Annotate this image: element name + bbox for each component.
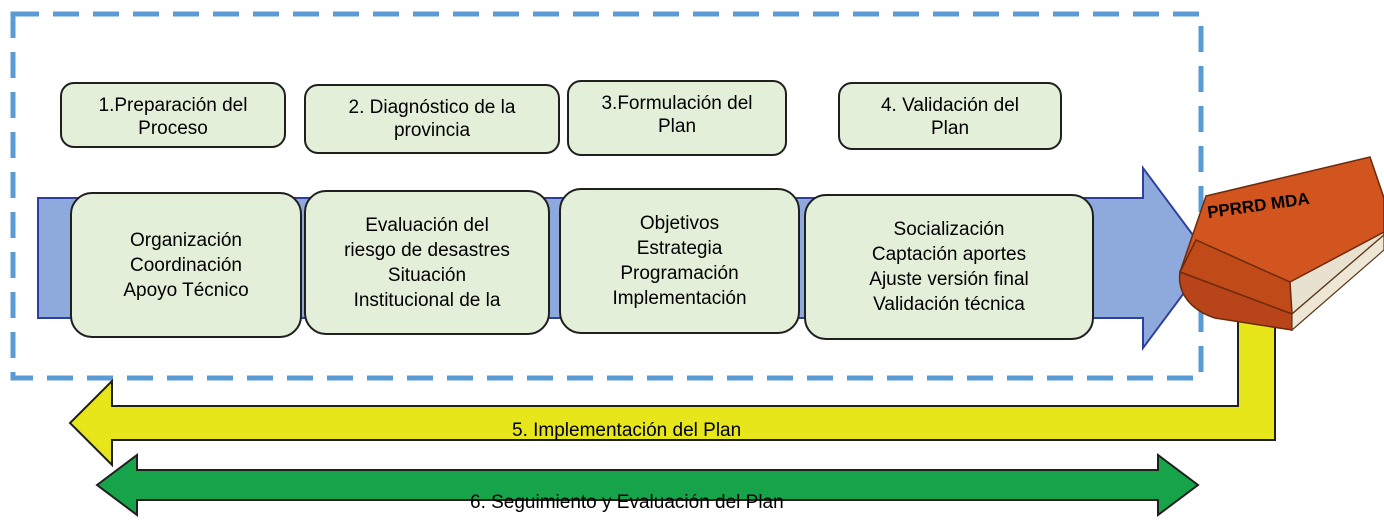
detail-line: Objetivos (639, 213, 720, 234)
detail-line: Evaluación del (365, 214, 489, 236)
dashed-process-frame (10, 11, 1204, 381)
detail-line: Coordinación (130, 254, 242, 276)
detail-line: Programación (620, 263, 739, 284)
detail-formulation-box: Objetivos Estrategia Programación Implem… (559, 188, 800, 334)
detail-line: Situación (387, 264, 467, 286)
monitoring-label: 6. Seguimiento y Evaluación del Plan (470, 492, 784, 513)
detail-line: Implementación (612, 288, 747, 309)
book-icon (1178, 156, 1384, 332)
detail-line: Estrategia (636, 238, 723, 259)
detail-line: Validación técnica (873, 294, 1025, 315)
detail-line: Apoyo Técnico (123, 279, 249, 301)
detail-diagnosis-box: Evaluación del riesgo de desastres Situa… (304, 190, 550, 335)
detail-validation-box: Socialización Captación aportes Ajuste v… (804, 194, 1094, 340)
monitoring-arrow (95, 453, 1200, 517)
detail-line: Institucional de la (353, 289, 501, 311)
detail-preparation-box: Organización Coordinación Apoyo Técnico (70, 192, 302, 338)
implementation-label: 5. Implementación del Plan (512, 420, 742, 441)
detail-line: Captación aportes (871, 244, 1027, 265)
detail-line: riesgo de desastres (344, 239, 510, 261)
detail-line: Socialización (893, 219, 1005, 240)
detail-line: Ajuste versión final (869, 269, 1029, 290)
phase-diagnosis-box: 2. Diagnóstico de la provincia (304, 84, 560, 154)
detail-line: Organización (130, 229, 242, 251)
phase-preparation-box: 1.Preparación del Proceso (60, 82, 286, 148)
phase-formulation-box: 3.Formulación del Plan (567, 80, 787, 156)
implementation-arrow (68, 304, 1276, 468)
phase-validation-box: 4. Validación del Plan (838, 82, 1062, 150)
